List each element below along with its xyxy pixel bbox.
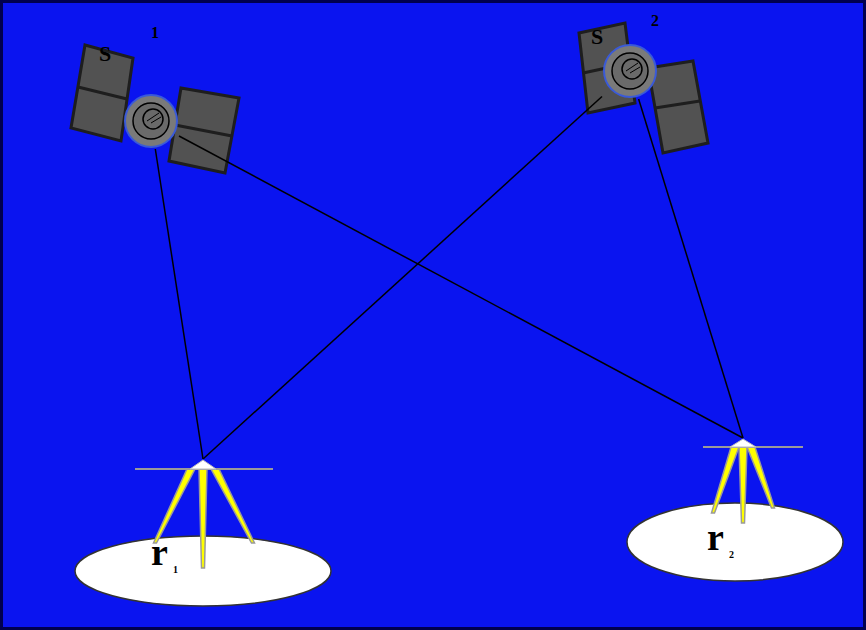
point-index: 2 bbox=[651, 13, 659, 29]
dish bbox=[612, 53, 648, 89]
point-symbol: r bbox=[707, 518, 724, 556]
panel-divider bbox=[78, 87, 127, 99]
satellite-node: S2 bbox=[602, 43, 658, 99]
feed-arm bbox=[147, 113, 161, 123]
point-symbol: r bbox=[151, 533, 168, 571]
solar-panels bbox=[71, 23, 708, 173]
tripod-leg bbox=[211, 469, 255, 543]
point-index: 2 bbox=[729, 550, 734, 560]
ground-mark bbox=[627, 503, 843, 581]
dish-ring bbox=[604, 45, 656, 97]
signal-line bbox=[179, 136, 743, 438]
point-index: 1 bbox=[173, 565, 178, 575]
point-index: 1 bbox=[151, 25, 159, 41]
panel-divider bbox=[655, 101, 700, 108]
receiver-station: r2 bbox=[623, 438, 848, 588]
signal-line bbox=[639, 99, 743, 438]
antenna bbox=[190, 460, 216, 469]
tripod-leg bbox=[154, 469, 196, 543]
tripod-leg bbox=[747, 447, 775, 508]
satellite-node: S1 bbox=[123, 93, 179, 149]
point-symbol: S bbox=[99, 43, 111, 65]
dish-ring bbox=[125, 95, 177, 147]
dish-inner bbox=[622, 59, 642, 79]
tripod-leg bbox=[199, 469, 207, 568]
tripod-leg bbox=[739, 447, 747, 523]
signal-line bbox=[155, 149, 203, 459]
feed-arm bbox=[626, 63, 640, 73]
antenna bbox=[730, 439, 756, 447]
solar-panel bbox=[648, 61, 708, 153]
satellite-dish bbox=[123, 93, 179, 149]
panel-divider bbox=[175, 125, 232, 136]
tripod-receiver bbox=[73, 459, 333, 609]
receiver-station: r1 bbox=[73, 459, 333, 609]
satellite-dish bbox=[602, 43, 658, 99]
dish bbox=[133, 103, 169, 139]
point-symbol: S bbox=[591, 26, 603, 48]
solar-panel bbox=[169, 88, 239, 173]
tripod-leg bbox=[712, 447, 740, 513]
dish-inner bbox=[143, 109, 163, 129]
tripod-receiver bbox=[623, 438, 848, 588]
signal-line bbox=[203, 96, 602, 459]
